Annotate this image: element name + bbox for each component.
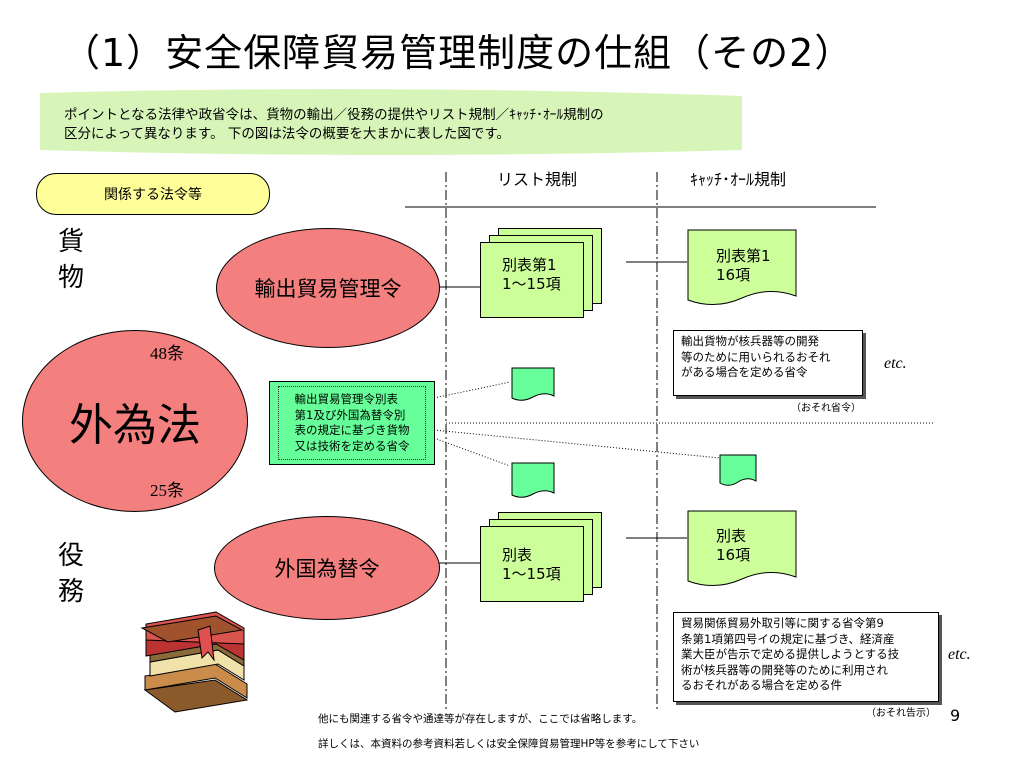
goods-catchall-doc-text: 別表第1 16項 bbox=[716, 247, 771, 285]
services-note-caption: （おそれ告示） bbox=[866, 708, 936, 719]
page-title: （1）安全保障貿易管理制度の仕組（その2） bbox=[62, 31, 854, 75]
ministry-dotted-2 bbox=[433, 437, 511, 467]
services-note-line-3: 業大臣が告示で定める提供しようとする技 bbox=[681, 647, 900, 661]
intro-line-1: ポイントとなる法律や政省令は、貨物の輸出／役務の提供やリスト規制／ｷｬｯﾁ･ｵｰ… bbox=[64, 107, 604, 123]
goods-catchall-doc-line-1: 別表第1 bbox=[716, 247, 771, 265]
forex-order-ellipse: 外国為替令 bbox=[214, 516, 440, 620]
intro-text: ポイントとなる法律や政省令は、貨物の輸出／役務の提供やリスト規制／ｷｬｯﾁ･ｵｰ… bbox=[64, 106, 744, 144]
services-label-char-2: 務 bbox=[57, 577, 84, 607]
goods-label-char-1: 貨 bbox=[57, 227, 84, 257]
goods-list-doc-line-1: 別表第1 bbox=[502, 256, 557, 274]
services-catchall-doc-line-2: 16項 bbox=[716, 546, 751, 564]
services-label: 役 務 bbox=[54, 538, 88, 610]
intro-banner bbox=[40, 89, 742, 155]
legend-pill: 関係する法令等 bbox=[36, 173, 270, 215]
goods-note-caption: （おそれ省令） bbox=[791, 403, 861, 414]
ministry-doc-services-list bbox=[511, 462, 555, 498]
goods-label: 貨 物 bbox=[54, 224, 88, 296]
export-trade-order-label: 輸出貿易管理令 bbox=[254, 277, 402, 301]
ministry-doc-goods bbox=[511, 367, 555, 401]
column-header-catchall: ｷｬｯﾁ･ｵｰﾙ規制 bbox=[690, 170, 787, 189]
ministry-line-3: 表の規定に基づき貨物 bbox=[294, 423, 410, 437]
services-catchall-note: 貿易関係貿易外取引等に関する省令第9 条第1項第四号イの規定に基づき、経済産 業… bbox=[673, 612, 939, 702]
services-list-doc-stack: 別表 1～15項 bbox=[480, 512, 602, 604]
ministry-line-2: 第1及び外国為替令別 bbox=[294, 407, 406, 422]
goods-etc: etc. bbox=[884, 355, 907, 372]
goods-catchall-doc bbox=[687, 229, 797, 305]
article-48: 48条 bbox=[150, 344, 184, 364]
services-note-line-5: るおそれがある場合を定める件 bbox=[681, 678, 842, 692]
page-number: 9 bbox=[950, 706, 961, 725]
ministry-line-4: 又は技術を定める省令 bbox=[294, 438, 410, 453]
intro-line-2: 区分によって異なります。 下の図は法令の概要を大まかに表した図です。 bbox=[64, 126, 511, 142]
services-catchall-doc bbox=[687, 510, 797, 586]
goods-catchall-note: 輸出貨物が核兵器等の開発 等のために用いられるおそれ がある場合を定める省令 bbox=[673, 330, 863, 396]
ministry-dotted-1 bbox=[433, 381, 511, 399]
goods-note-line-3: がある場合を定める省令 bbox=[681, 365, 808, 379]
services-catchall-doc-line-1: 別表 bbox=[716, 527, 747, 545]
services-catchall-doc-text: 別表 16項 bbox=[716, 527, 750, 565]
goods-list-doc-line-2: 1～15項 bbox=[502, 275, 561, 293]
forex-law-circle: 外為法 bbox=[22, 330, 248, 512]
services-list-doc-line-2: 1～15項 bbox=[502, 565, 561, 583]
services-label-char-1: 役 bbox=[57, 541, 84, 571]
goods-label-char-2: 物 bbox=[57, 263, 84, 293]
ministry-ordinance-box: 輸出貿易管理令別表 第1及び外国為替令別 表の規定に基づき貨物 又は技術を定める… bbox=[269, 381, 435, 465]
footer-note-2: 詳しくは、本資料の参考資料若しくは安全保障貿易管理HP等を参考にして下さい bbox=[318, 738, 700, 750]
services-note-line-1: 貿易関係貿易外取引等に関する省令第9 bbox=[681, 616, 884, 630]
books-illustration bbox=[140, 611, 249, 713]
goods-catchall-doc-line-2: 16項 bbox=[716, 266, 751, 284]
column-header-list: リスト規制 bbox=[497, 170, 578, 189]
services-etc: etc. bbox=[948, 646, 971, 663]
export-trade-order-ellipse: 輸出貿易管理令 bbox=[216, 228, 440, 348]
goods-note-line-2: 等のために用いられるおそれ bbox=[681, 349, 831, 364]
forex-order-label: 外国為替令 bbox=[274, 557, 380, 581]
services-list-doc-line-1: 別表 bbox=[502, 546, 533, 564]
services-note-line-4: 術が核兵器等の開発等のために利用され bbox=[681, 662, 888, 677]
footer-note-1: 他にも関連する省令や通達等が存在しますが、ここでは省略します。 bbox=[318, 713, 643, 725]
goods-note-line-1: 輸出貨物が核兵器等の開発 bbox=[681, 334, 819, 348]
ministry-line-1: 輸出貿易管理令別表 bbox=[294, 392, 399, 406]
ministry-doc-services-ca bbox=[719, 454, 757, 486]
article-25: 25条 bbox=[150, 481, 184, 501]
forex-law-label: 外為法 bbox=[69, 401, 201, 450]
services-note-line-2: 条第1項第四号イの規定に基づき、経済産 bbox=[681, 631, 895, 646]
goods-list-doc-stack: 別表第1 1～15項 bbox=[480, 228, 602, 320]
